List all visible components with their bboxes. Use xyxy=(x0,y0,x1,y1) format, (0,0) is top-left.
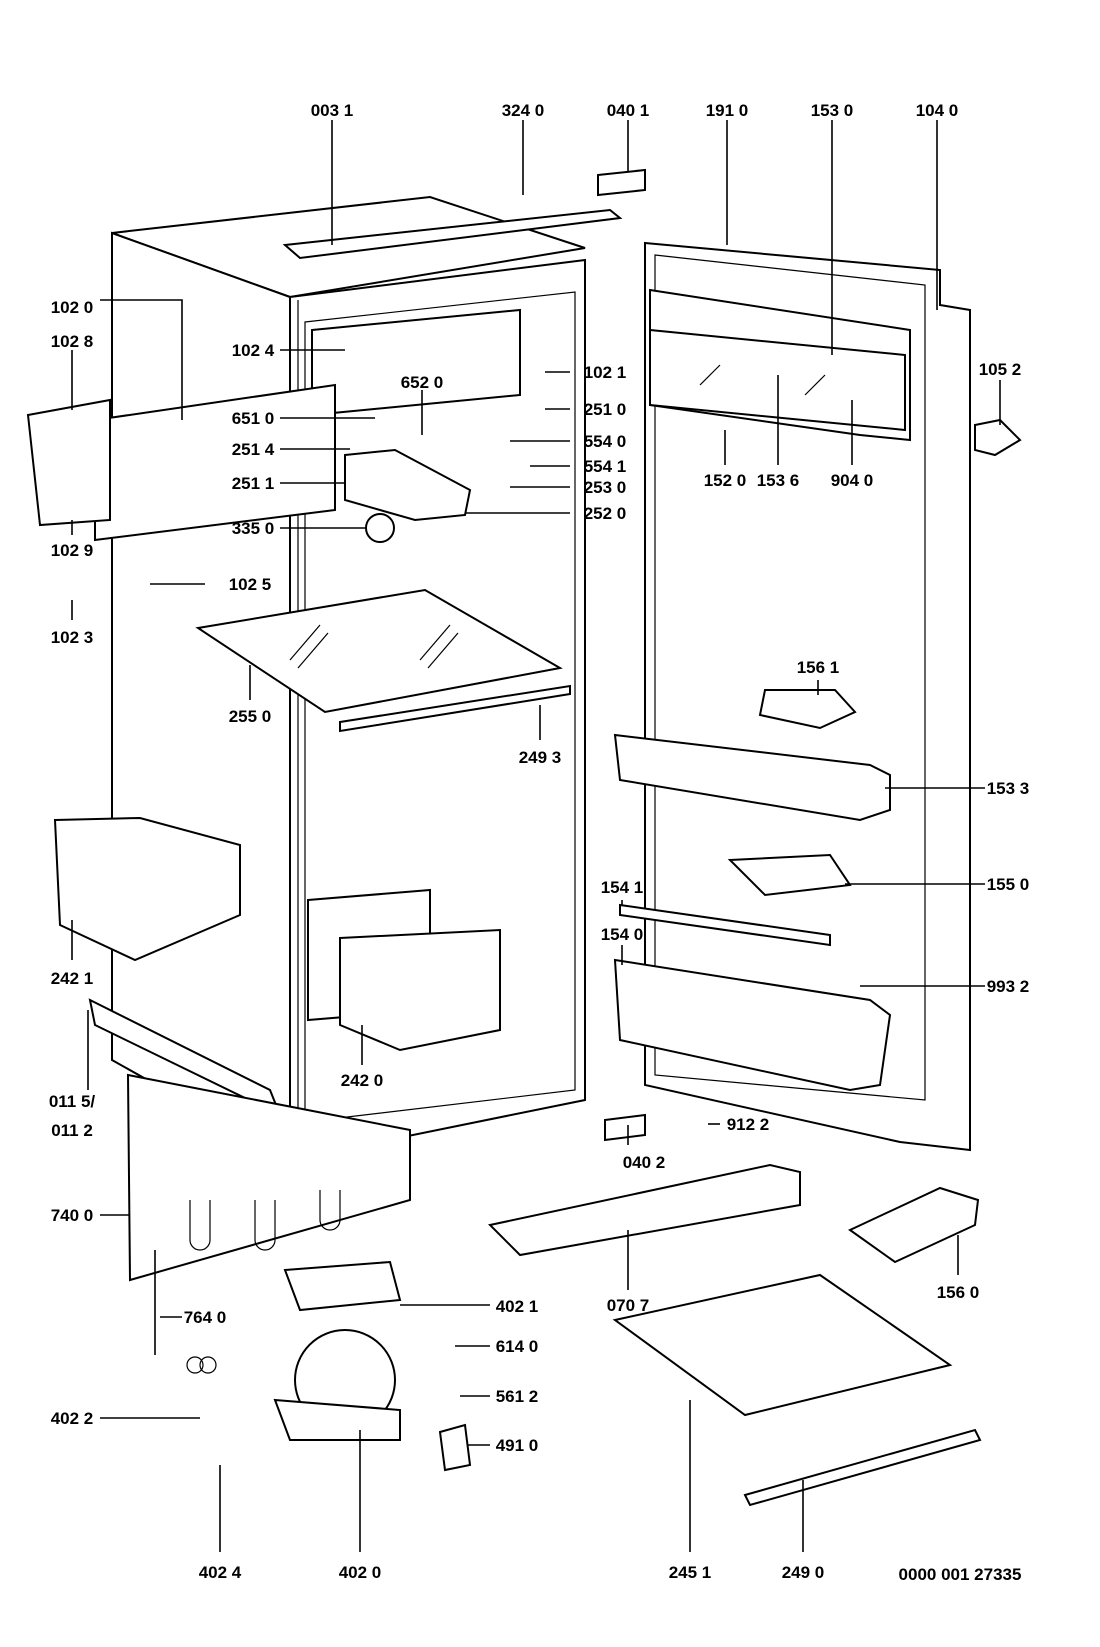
shelf-trim xyxy=(339,684,571,733)
compressor-bracket xyxy=(283,1260,402,1312)
controls-housing xyxy=(344,448,472,522)
part-label: 105 2 xyxy=(979,360,1022,379)
part-label: 155 0 xyxy=(987,875,1030,894)
part-label: 402 0 xyxy=(339,1563,382,1582)
cabinet xyxy=(26,195,623,1162)
fruit-drawer xyxy=(339,928,501,1052)
part-label: 040 1 xyxy=(607,101,650,120)
hinge-040-1 xyxy=(597,168,646,197)
drawing-number: 0000 001 27335 xyxy=(899,1565,1022,1584)
part-label: 324 0 xyxy=(502,101,545,120)
fruit-drawer-left xyxy=(53,816,241,962)
part-label: 040 2 xyxy=(623,1153,666,1172)
part-labels: 003 1 324 0 040 1 191 0 153 0 104 0 102 0 102 8… xyxy=(49,101,1029,1584)
part-label: 153 3 xyxy=(987,779,1030,798)
part-label: 242 0 xyxy=(341,1071,384,1090)
part-label: 554 1 xyxy=(584,457,627,476)
door-shelf-upper xyxy=(613,733,891,822)
hinge-040-2 xyxy=(604,1113,646,1142)
part-label: 191 0 xyxy=(706,101,749,120)
flap-frame xyxy=(26,398,111,527)
part-label: 491 0 xyxy=(496,1436,539,1455)
part-label: 154 0 xyxy=(601,925,644,944)
bottle-rail xyxy=(619,903,831,947)
part-label: 154 1 xyxy=(601,878,644,897)
part-label: 102 3 xyxy=(51,628,94,647)
part-label: 153 6 xyxy=(757,471,800,490)
ice-tray xyxy=(848,1186,980,1264)
top-trim-strip xyxy=(282,208,623,260)
part-label: 993 2 xyxy=(987,977,1030,996)
part-label: 104 0 xyxy=(916,101,959,120)
part-label: 255 0 xyxy=(229,707,272,726)
freezer-compartment xyxy=(311,308,521,417)
part-label: 102 5 xyxy=(229,575,272,594)
part-label: 003 1 xyxy=(311,101,354,120)
part-label: 904 0 xyxy=(831,471,874,490)
hinge-105 xyxy=(974,418,1022,457)
part-label: 102 0 xyxy=(51,298,94,317)
part-label: 740 0 xyxy=(51,1206,94,1225)
cover-491 xyxy=(438,1423,472,1472)
part-label: 554 0 xyxy=(584,432,627,451)
part-label: 251 4 xyxy=(232,440,275,459)
part-label: 912 2 xyxy=(727,1115,770,1134)
part-label: 102 9 xyxy=(51,541,94,560)
leader-lines xyxy=(71,120,1001,1552)
part-label: 245 1 xyxy=(669,1563,712,1582)
part-label: 152 0 xyxy=(704,471,747,490)
part-label: 764 0 xyxy=(184,1308,227,1327)
part-label: 251 1 xyxy=(232,474,275,493)
part-label: 252 0 xyxy=(584,504,627,523)
seal-strip-070 xyxy=(487,1163,801,1257)
part-label: 249 3 xyxy=(519,748,562,767)
wire-shelf xyxy=(612,1273,953,1417)
loose-parts xyxy=(487,168,982,1507)
part-label: 335 0 xyxy=(232,519,275,538)
part-label: 402 2 xyxy=(51,1409,94,1428)
part-label: 156 0 xyxy=(937,1283,980,1302)
part-label: 561 2 xyxy=(496,1387,539,1406)
part-label: 614 0 xyxy=(496,1337,539,1356)
door xyxy=(613,241,1022,1152)
part-label: 102 8 xyxy=(51,332,94,351)
part-label: 011 5/ xyxy=(49,1092,96,1111)
condenser xyxy=(126,1073,472,1472)
part-label: 070 7 xyxy=(607,1296,650,1315)
shelf-trim-249 xyxy=(743,1428,982,1507)
door-shelf-lower xyxy=(613,958,892,1092)
part-label: 102 1 xyxy=(584,363,627,382)
part-label: 651 0 xyxy=(232,409,275,428)
glass-shelf xyxy=(195,588,563,714)
part-label: 011 2 xyxy=(51,1121,93,1140)
part-label: 253 0 xyxy=(584,478,627,497)
part-label: 249 0 xyxy=(782,1563,825,1582)
part-label: 153 0 xyxy=(811,101,854,120)
part-label: 652 0 xyxy=(401,373,444,392)
part-label: 156 1 xyxy=(797,658,840,677)
part-label: 402 1 xyxy=(496,1297,539,1316)
knob xyxy=(365,513,395,543)
part-label: 242 1 xyxy=(51,969,94,988)
part-label: 402 4 xyxy=(199,1563,242,1582)
butter-box xyxy=(758,689,857,730)
part-label: 251 0 xyxy=(584,400,627,419)
egg-tray xyxy=(727,853,852,897)
part-label: 102 4 xyxy=(232,341,275,360)
